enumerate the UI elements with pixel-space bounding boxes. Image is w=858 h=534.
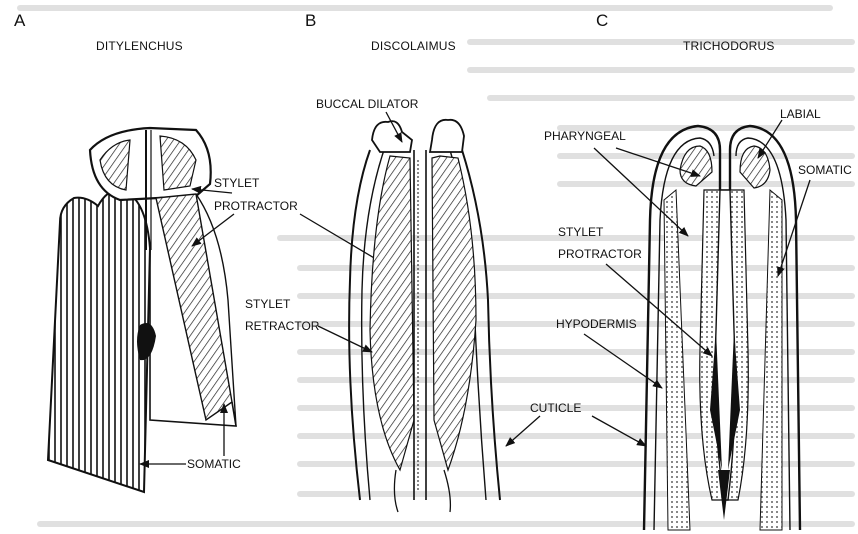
panel-a: A DITYLENCHUS [14, 11, 236, 492]
panel-c-letter: C [596, 11, 608, 30]
panel-c-genus: TRICHODORUS [683, 39, 775, 53]
label-hypodermis: HYPODERMIS [556, 317, 637, 331]
label-buccal-dilator: BUCCAL DILATOR [316, 97, 419, 111]
label-cuticle: CUTICLE [530, 401, 581, 415]
label-pharyngeal: PHARYNGEAL [544, 129, 626, 143]
label-somatic-c: SOMATIC [798, 163, 852, 177]
protractor-band-a [156, 194, 232, 420]
pharyngeal-muscle-right-b [432, 156, 476, 470]
pharyngeal-muscle-left-b [370, 156, 414, 470]
label-stylet-protractor-c-line2: PROTRACTOR [558, 247, 642, 261]
label-stylet-protractor-a-line2: PROTRACTOR [214, 199, 298, 213]
labial-muscle-left-c [680, 146, 712, 186]
panel-a-genus: DITYLENCHUS [96, 39, 183, 53]
panel-b-letter: B [305, 11, 316, 30]
panel-b-genus: DISCOLAIMUS [371, 39, 456, 53]
label-stylet-retractor-line2: RETRACTOR [245, 319, 320, 333]
somatic-muscle-a [48, 190, 150, 492]
label-stylet-retractor-line1: STYLET [245, 297, 291, 311]
label-stylet-protractor-a-line1: STYLET [214, 176, 260, 190]
label-stylet-protractor-c-line1: STYLET [558, 225, 604, 239]
label-somatic-a: SOMATIC [187, 457, 241, 471]
panel-a-letter: A [14, 11, 26, 30]
label-labial: LABIAL [780, 107, 821, 121]
